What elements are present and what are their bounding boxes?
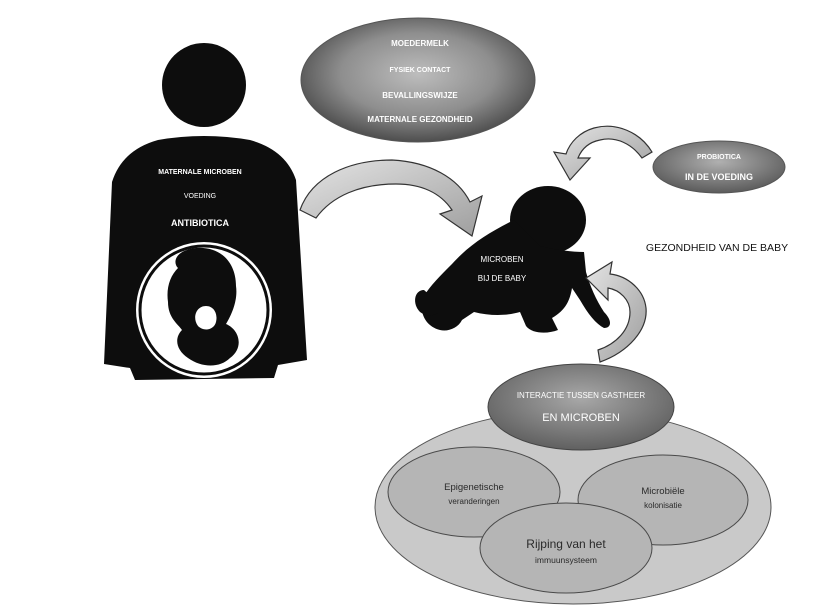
factor-breastmilk: MOEDERMELK bbox=[391, 39, 449, 48]
mother-head bbox=[162, 43, 246, 127]
baby-microbes-sub: BIJ DE BABY bbox=[478, 274, 527, 283]
colonisation-label: Microbiële bbox=[641, 486, 684, 497]
factor-maternal-health: MATERNALE GEZONDHEID bbox=[367, 115, 472, 124]
interaction-label: INTERACTIE TUSSEN GASTHEER bbox=[517, 391, 646, 400]
immune-ellipse bbox=[479, 502, 653, 594]
baby-health-label: GEZONDHEID VAN DE BABY bbox=[646, 242, 788, 254]
probiotics-bubble: PROBIOTICA IN DE VOEDING bbox=[652, 140, 786, 194]
mother-label-antibiotics: ANTIBIOTICA bbox=[171, 218, 229, 228]
interaction-bubble: INTERACTIE TUSSEN GASTHEER EN MICROBEN bbox=[487, 363, 675, 451]
baby-body bbox=[421, 220, 610, 333]
factors-bubble-shape bbox=[300, 17, 536, 143]
interaction-bubble-shape bbox=[487, 363, 675, 451]
arrow-mother-to-baby bbox=[299, 159, 483, 237]
arrow-interaction-to-baby bbox=[585, 260, 647, 363]
epigenetic-label: Epigenetische bbox=[444, 482, 504, 493]
epigenetic-sub: veranderingen bbox=[448, 497, 499, 506]
interaction-sub: EN MICROBEN bbox=[542, 412, 620, 424]
fetus-icon bbox=[167, 247, 239, 366]
mother-label-food: VOEDING bbox=[184, 193, 216, 200]
factor-physical-contact: FYSIEK CONTACT bbox=[390, 67, 452, 74]
baby-silhouette: MICROBEN BIJ DE BABY bbox=[415, 186, 610, 333]
immune-label: Rijping van het bbox=[526, 537, 606, 551]
arrow-probiotics-to-baby bbox=[552, 125, 653, 182]
mother-silhouette: MATERNALE MICROBEN VOEDING ANTIBIOTICA bbox=[104, 43, 307, 380]
baby-microbes-label: MICROBEN bbox=[480, 255, 523, 264]
mother-label-microbes: MATERNALE MICROBEN bbox=[158, 169, 241, 176]
baby-foot bbox=[415, 290, 442, 316]
factors-bubble: MOEDERMELK FYSIEK CONTACT BEVALLINGSWIJZ… bbox=[300, 17, 536, 143]
probiotics-food-label: IN DE VOEDING bbox=[685, 172, 753, 182]
probiotics-bubble-shape bbox=[652, 140, 786, 194]
factor-delivery-mode: BEVALLINGSWIJZE bbox=[382, 91, 458, 100]
immune-sub: immuunsysteem bbox=[535, 555, 597, 565]
outcome-platter: Epigenetische veranderingen Microbiële k… bbox=[374, 409, 772, 605]
colonisation-sub: kolonisatie bbox=[644, 501, 682, 510]
probiotics-label: PROBIOTICA bbox=[697, 154, 741, 161]
